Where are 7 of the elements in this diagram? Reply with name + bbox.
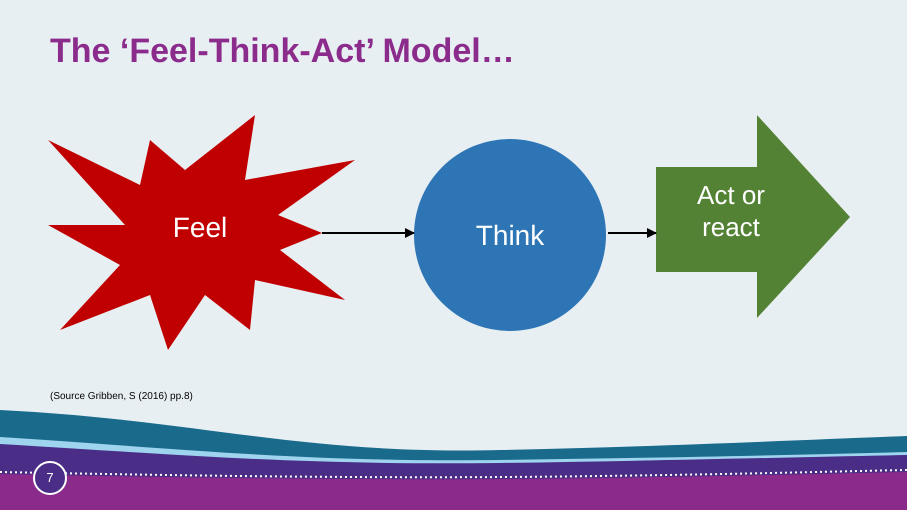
arrow: [322, 228, 415, 238]
node-label: Think: [474, 219, 546, 253]
arrow: [608, 228, 657, 238]
slide-title: The ‘Feel-Think-Act’ Model…: [50, 32, 515, 71]
node-label: Act or react: [696, 179, 766, 243]
node-label: Feel: [172, 211, 228, 245]
source-note: (Source Gribben, S (2016) pp.8): [50, 391, 193, 402]
